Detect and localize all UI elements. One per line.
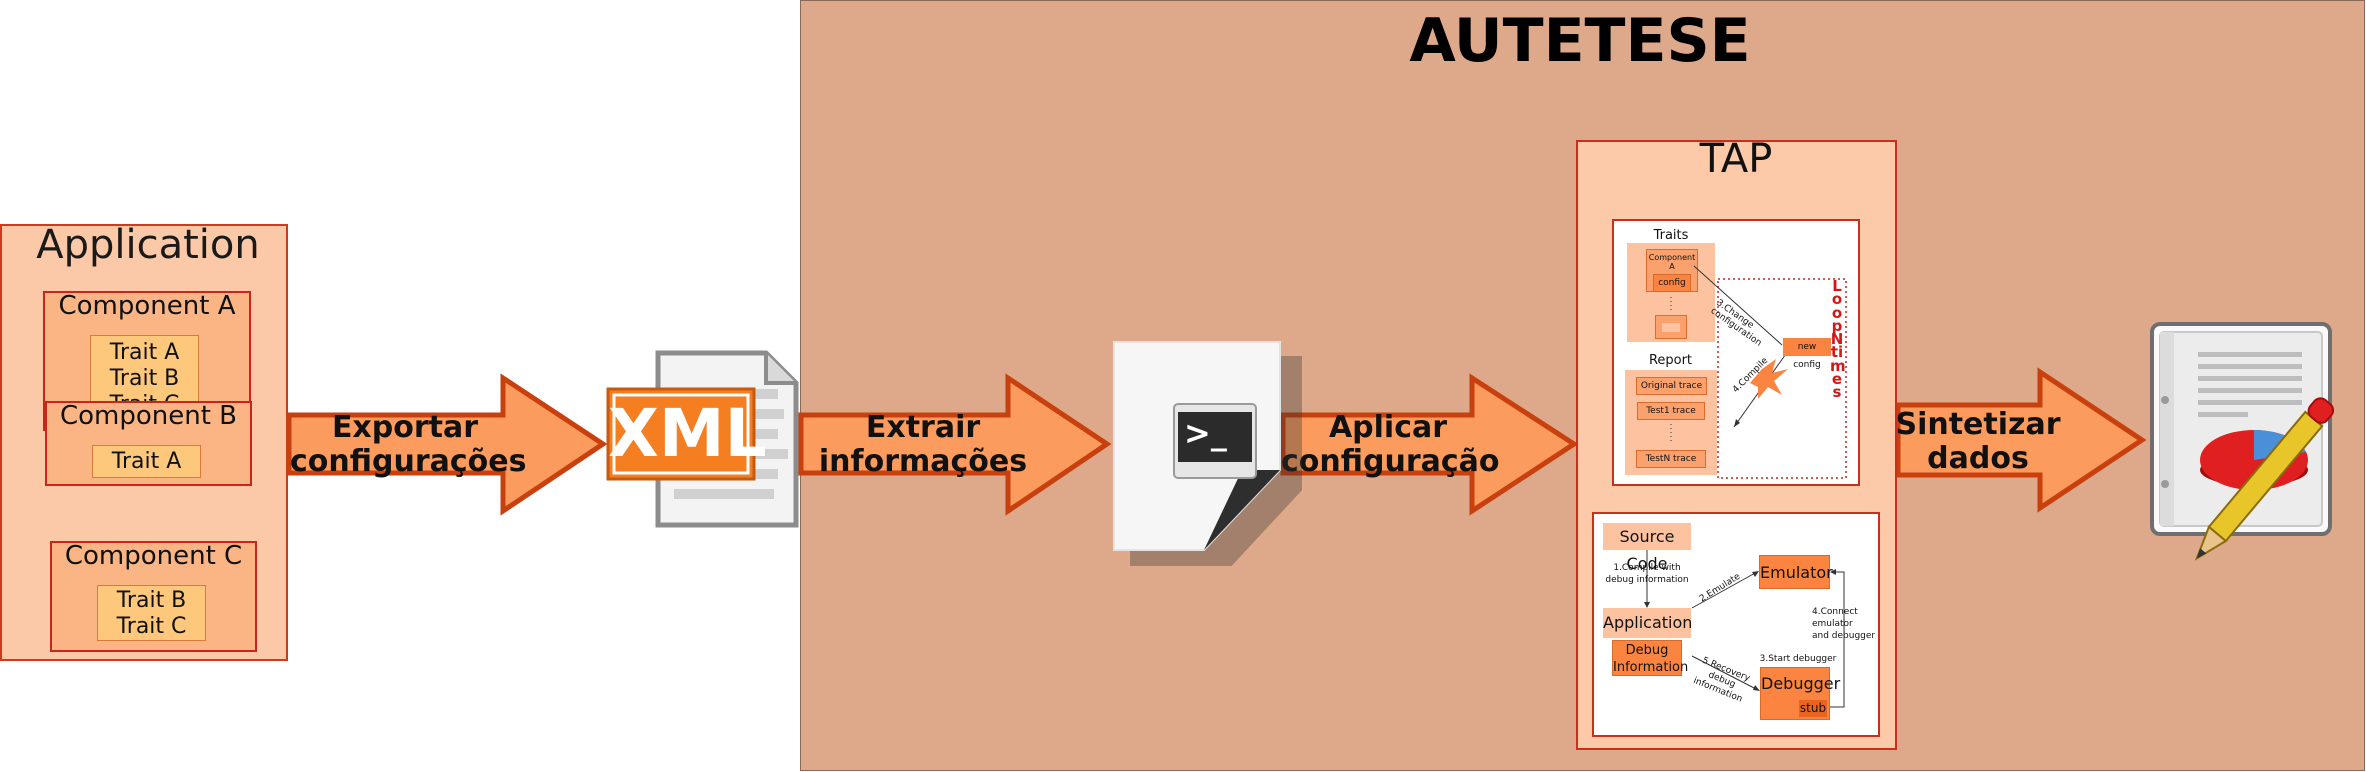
autetese-title: AUTETESE bbox=[1409, 6, 1751, 76]
trait-label: Trait B bbox=[116, 588, 187, 613]
arrow-extract-line2: informações bbox=[818, 444, 1028, 479]
debug-info-line1: Debug bbox=[1625, 643, 1669, 658]
emulator-node: Emulator bbox=[1759, 555, 1833, 589]
arrow-export-label: Exportar configurações bbox=[290, 410, 527, 479]
trace-testn: TestN trace bbox=[1636, 450, 1706, 468]
connect-line1: 4.Connect bbox=[1812, 607, 1858, 617]
arrow-apply-line2: configuração bbox=[1281, 444, 1500, 479]
terminal-file-icon: >_ bbox=[1112, 340, 1302, 566]
loop-connectors bbox=[1670, 265, 1847, 479]
arrow-synthesize bbox=[1895, 367, 2147, 513]
arrow-export-line2: configurações bbox=[290, 444, 527, 479]
application-title: Application bbox=[36, 222, 260, 268]
debug-connectors bbox=[1644, 550, 1845, 708]
component-a-title: Component A bbox=[58, 291, 236, 321]
component-b-box: Component B Trait A bbox=[45, 401, 252, 486]
arrow-extract-label: Extrair informações bbox=[812, 411, 1034, 479]
application-node: Application bbox=[1603, 608, 1692, 638]
connect-line2: emulator bbox=[1812, 619, 1853, 629]
source-code-node: Source Code bbox=[1603, 523, 1691, 573]
trait-label: Trait A bbox=[111, 449, 182, 474]
trace-original: Original trace bbox=[1636, 377, 1707, 395]
component-mini-2 bbox=[1655, 315, 1687, 339]
start-debugger-label: 3.Start debugger bbox=[1759, 654, 1837, 664]
component-c-traits: Trait B Trait C bbox=[97, 585, 206, 641]
new-config-node: new config bbox=[1783, 338, 1831, 370]
trait-label: Trait A bbox=[109, 340, 180, 365]
arrow-extract bbox=[798, 373, 1112, 516]
debug-info-line2: Information bbox=[1613, 660, 1689, 675]
arrow-apply bbox=[1280, 373, 1579, 516]
terminal-prompt: >_ bbox=[1184, 414, 1227, 452]
arrow-export-line1: Exportar bbox=[331, 410, 479, 445]
component-c-title: Component C bbox=[64, 541, 243, 571]
config-mini: config bbox=[1653, 274, 1691, 292]
debugger-node: Debugger stub bbox=[1760, 667, 1841, 720]
component-b-traits: Trait A bbox=[92, 445, 201, 478]
component-c-box: Component C Trait B Trait C bbox=[50, 541, 257, 652]
report-label: Report bbox=[1648, 353, 1693, 368]
xml-label: XML bbox=[608, 395, 767, 472]
arrow-synthesize-line2: dados bbox=[1927, 441, 2029, 476]
debugger-label: Debugger bbox=[1761, 674, 1841, 693]
trait-label: Trait B bbox=[109, 366, 180, 391]
traits-label: Traits bbox=[1653, 228, 1689, 243]
arrow-synthesize-line1: Sintetizar bbox=[1895, 407, 2061, 442]
arrow-apply-line1: Aplicar bbox=[1328, 410, 1448, 445]
arrow-export bbox=[286, 373, 608, 516]
component-b-title: Component B bbox=[59, 401, 238, 431]
arrow-synthesize-label: Sintetizar dados bbox=[1893, 408, 2063, 476]
arrow-extract-line1: Extrair bbox=[865, 410, 981, 445]
component-a-mini: Component A config bbox=[1646, 249, 1698, 292]
report-pencil-icon bbox=[2148, 322, 2358, 562]
trace-test1: Test1 trace bbox=[1637, 402, 1705, 420]
debug-information-node: Debug Information bbox=[1612, 640, 1689, 676]
loop-n-times-label: Loop N times bbox=[1830, 277, 1846, 402]
tap-title: TAP bbox=[1699, 136, 1773, 182]
trait-label: Trait C bbox=[116, 614, 187, 639]
xml-file-icon: XML bbox=[606, 349, 802, 529]
arrow-apply-label: Aplicar configuração bbox=[1281, 410, 1500, 479]
component-a-mini-label: Component A bbox=[1648, 253, 1696, 271]
stub-node: stub bbox=[1799, 700, 1827, 717]
